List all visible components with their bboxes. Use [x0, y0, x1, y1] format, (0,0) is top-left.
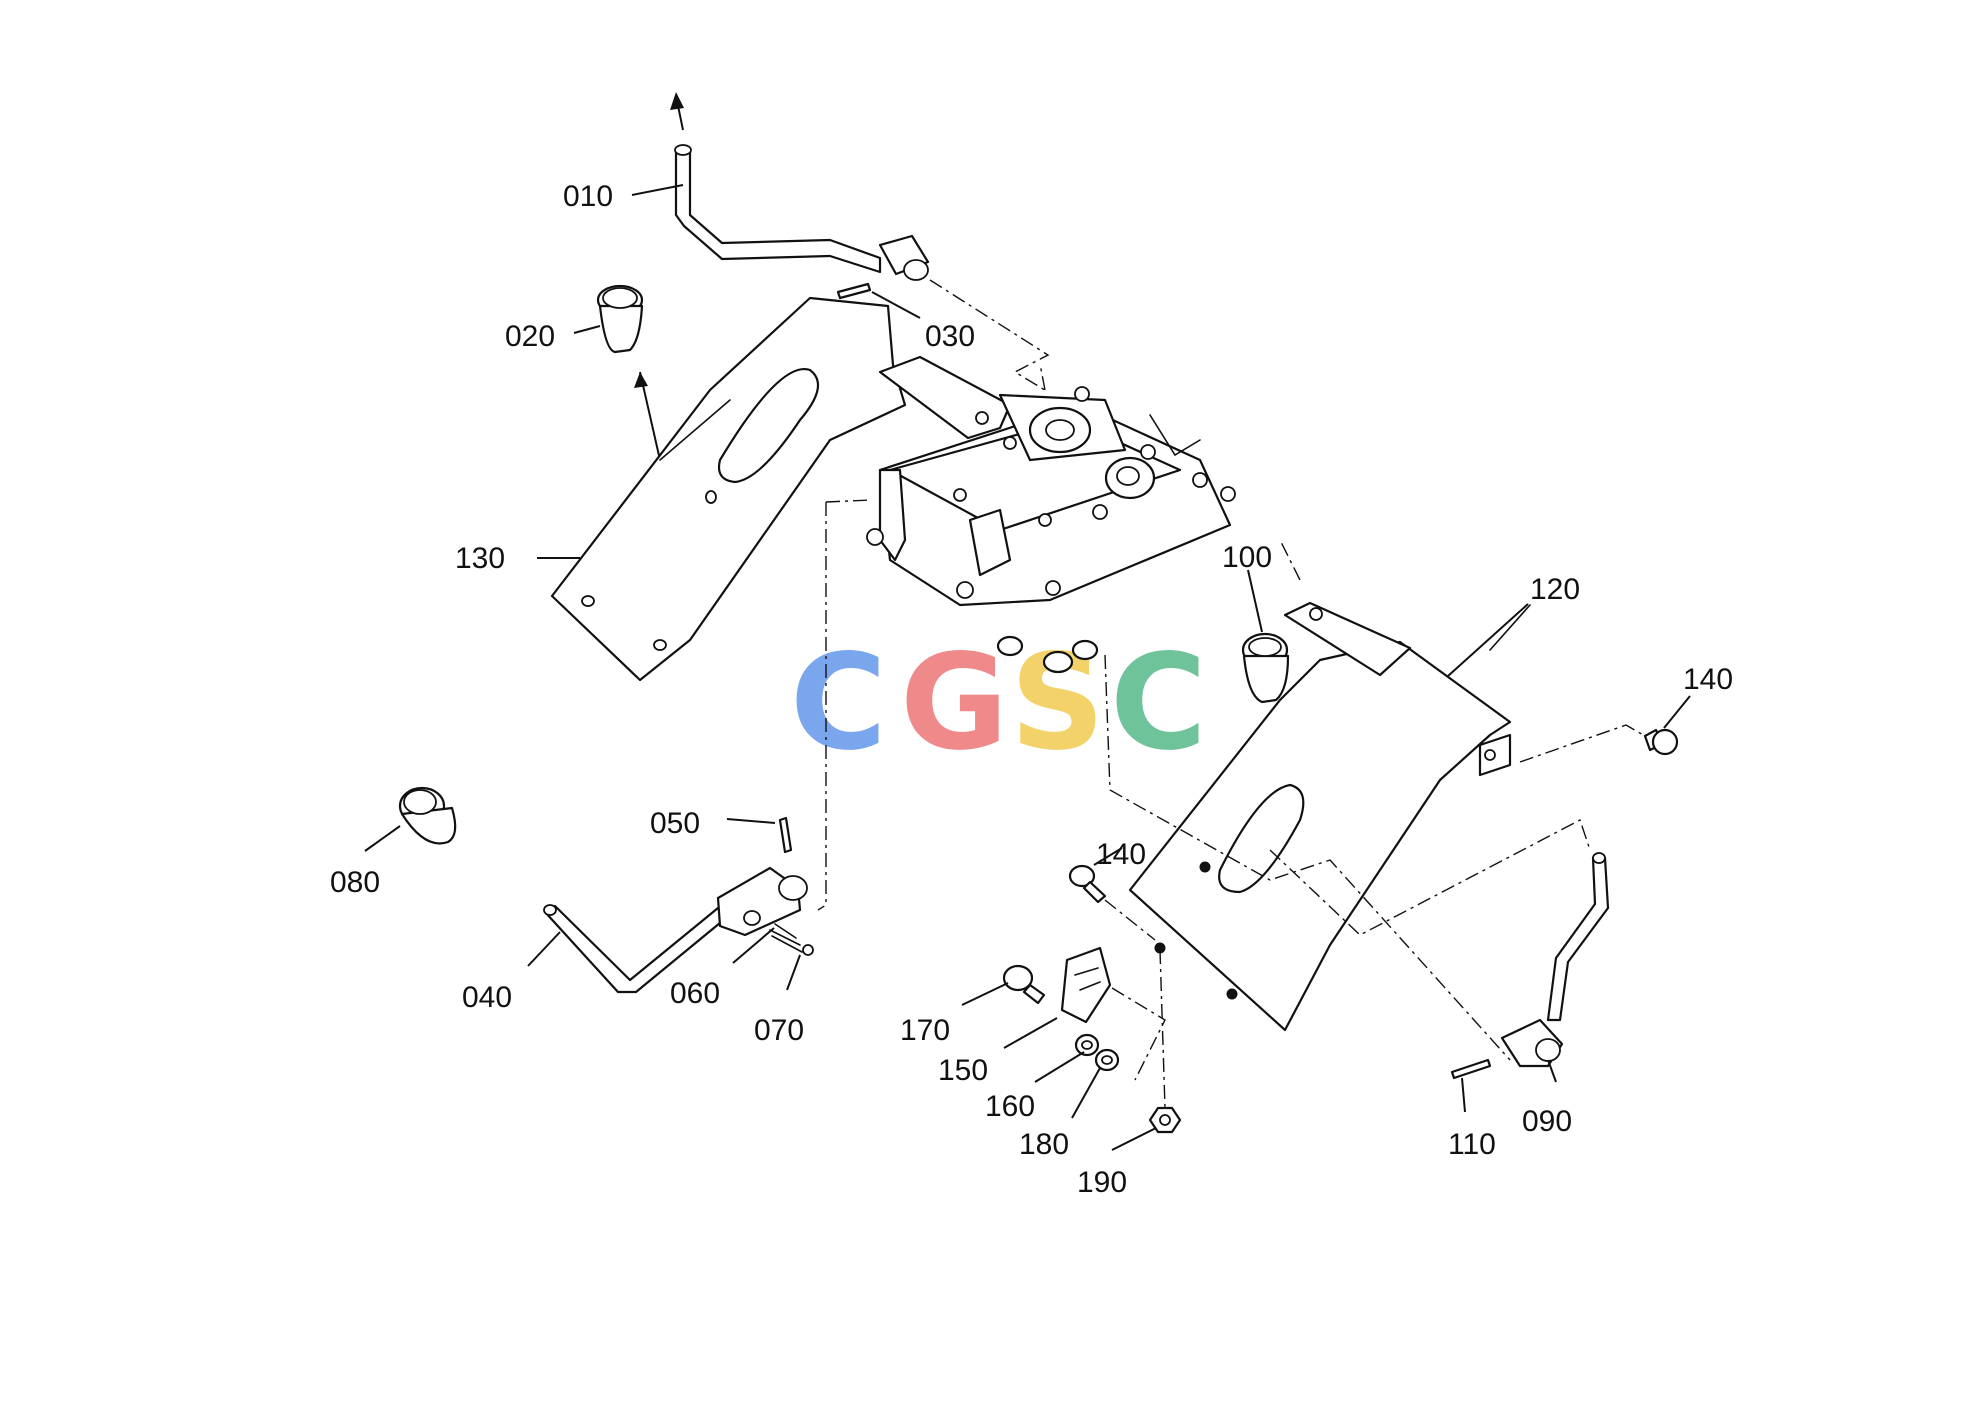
pin-110	[1450, 1058, 1492, 1080]
callout-030: 030	[925, 320, 975, 353]
callout-010: 010	[563, 180, 613, 213]
callout-130: 130	[455, 542, 505, 575]
housing-small-parts	[996, 635, 1099, 674]
shift-lever-090	[1500, 852, 1610, 1068]
callout-040: 040	[462, 981, 512, 1014]
callout-160: 160	[985, 1090, 1035, 1123]
ball-070	[802, 944, 814, 956]
callout-070: 070	[754, 1014, 804, 1047]
shift-lever-040	[543, 866, 808, 994]
knob-020	[596, 284, 661, 461]
callout-140-right: 140	[1683, 663, 1733, 696]
nut-190	[1148, 1106, 1182, 1134]
cgsc-watermark: C G S C	[790, 626, 1207, 780]
spring-060	[769, 923, 803, 953]
callout-190: 190	[1077, 1166, 1127, 1199]
watermark-letter-g: G	[900, 626, 1008, 780]
callout-110: 110	[1448, 1128, 1496, 1161]
knob-100	[1241, 632, 1290, 704]
callout-140-center: 140	[1096, 838, 1146, 871]
shift-lever-010	[670, 92, 930, 281]
assembly-center-lines	[817, 279, 1646, 1109]
callout-labels: 010 020 030 040 050 060 070 080 090 100 …	[330, 180, 1733, 1199]
callout-150: 150	[938, 1054, 988, 1087]
knob-080	[398, 786, 457, 845]
washer-180	[1094, 1048, 1120, 1072]
bolt-140-right	[1643, 728, 1679, 756]
gearbox-cover-housing	[866, 363, 1236, 607]
bolt-140-center	[1068, 864, 1107, 904]
pin-030	[836, 282, 872, 300]
callout-leaders	[364, 184, 1691, 1151]
callout-080: 080	[330, 866, 380, 899]
guide-plate-120	[1128, 601, 1512, 1032]
bracket-150	[1060, 946, 1112, 1024]
callout-100: 100	[1222, 541, 1272, 574]
callout-120: 120	[1530, 573, 1580, 606]
washer-160	[1074, 1033, 1100, 1057]
pin-050	[778, 816, 793, 854]
callout-020: 020	[505, 320, 555, 353]
guide-plate-130	[550, 296, 1012, 682]
watermark-letter-c2: C	[1110, 626, 1207, 780]
watermark-letter-c1: C	[790, 626, 887, 780]
bolt-170	[1002, 964, 1046, 1005]
callout-050: 050	[650, 807, 700, 840]
callout-060: 060	[670, 977, 720, 1010]
callout-090: 090	[1522, 1105, 1572, 1138]
callout-170: 170	[900, 1014, 950, 1047]
callout-180: 180	[1019, 1128, 1069, 1161]
